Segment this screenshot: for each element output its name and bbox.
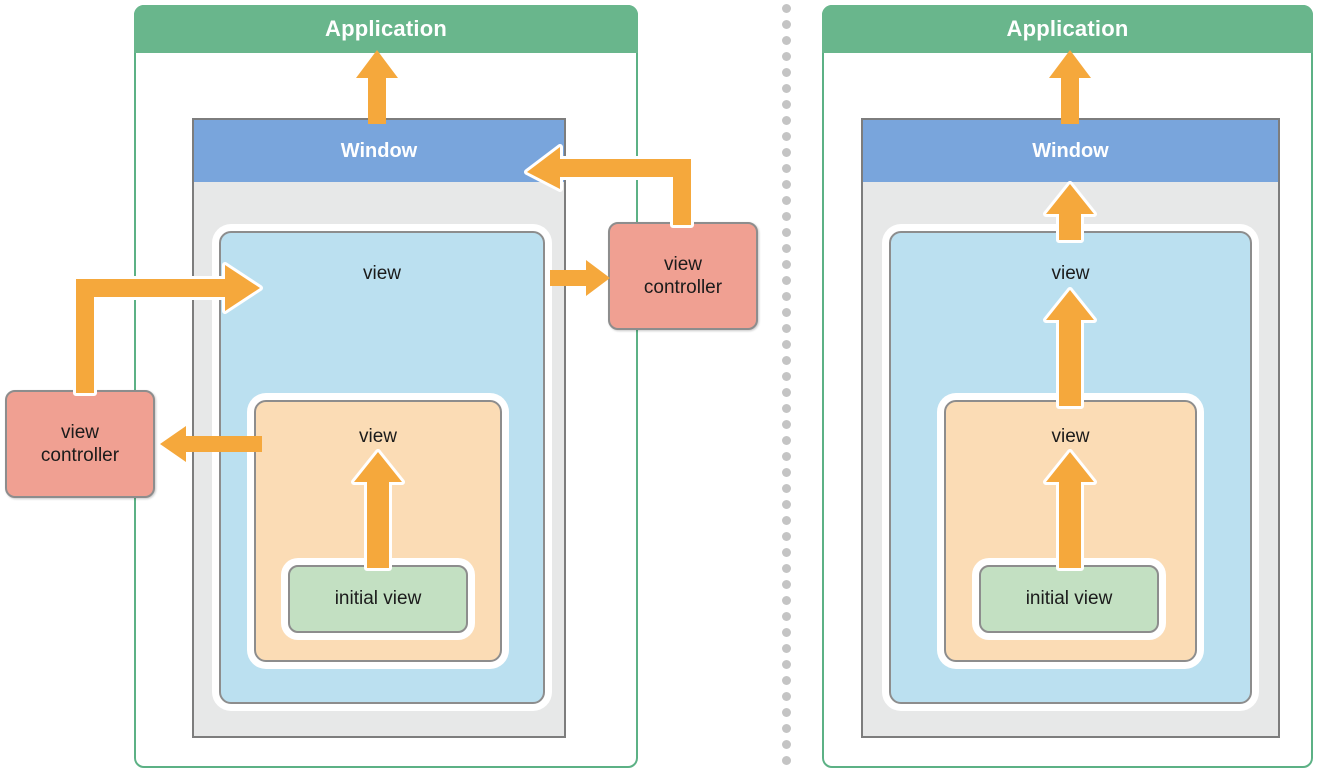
left-application-header: Application	[134, 5, 638, 53]
right-arrow-initial-view-to-child-view	[1043, 449, 1097, 571]
left-inner-view-controller: view controller	[5, 390, 155, 498]
left-outer-vc-line2: controller	[643, 277, 723, 298]
left-outer-view-controller: view controller	[608, 222, 758, 330]
left-arrow-view-to-outer-controller	[550, 260, 610, 296]
left-arrow-window-to-application	[356, 50, 398, 124]
left-outer-view-controller-text: view controller	[644, 253, 722, 299]
left-outer-vc-line1: view	[663, 253, 702, 275]
left-root-view-label: view	[362, 263, 401, 284]
left-initial-view-label: initial view	[334, 588, 422, 609]
left-arrow-initial-view-to-child-view	[351, 449, 405, 571]
left-window-label: Window	[340, 139, 418, 162]
left-inner-view-controller-text: view controller	[41, 421, 119, 467]
right-application-container: Application	[822, 5, 1313, 768]
panel-divider	[782, 4, 791, 770]
left-initial-view: initial view	[288, 565, 468, 633]
right-application-header: Application	[822, 5, 1313, 53]
left-application-container: Application	[134, 5, 638, 768]
left-arrow-child-view-to-controller	[160, 426, 262, 462]
left-inner-vc-line1: view	[60, 421, 99, 443]
left-window-title: Window	[194, 120, 564, 182]
right-root-view-label: view	[1051, 263, 1090, 284]
left-arrow-inner-controller-to-view	[73, 262, 263, 396]
left-child-view-label: view	[358, 426, 397, 447]
left-inner-vc-line2: controller	[40, 445, 120, 466]
right-application-label: Application	[1006, 16, 1129, 41]
right-initial-view-label: initial view	[1025, 588, 1113, 609]
right-initial-view: initial view	[979, 565, 1159, 633]
right-child-view-label: view	[1051, 426, 1090, 447]
left-application-label: Application	[325, 16, 447, 41]
left-arrow-controller-to-window	[524, 144, 694, 228]
right-arrow-child-view-to-root-view	[1043, 287, 1097, 409]
right-window-label: Window	[1032, 139, 1109, 162]
right-arrow-view-to-window	[1043, 181, 1097, 243]
right-window-title: Window	[863, 120, 1278, 182]
right-arrow-window-to-application	[1049, 50, 1091, 124]
